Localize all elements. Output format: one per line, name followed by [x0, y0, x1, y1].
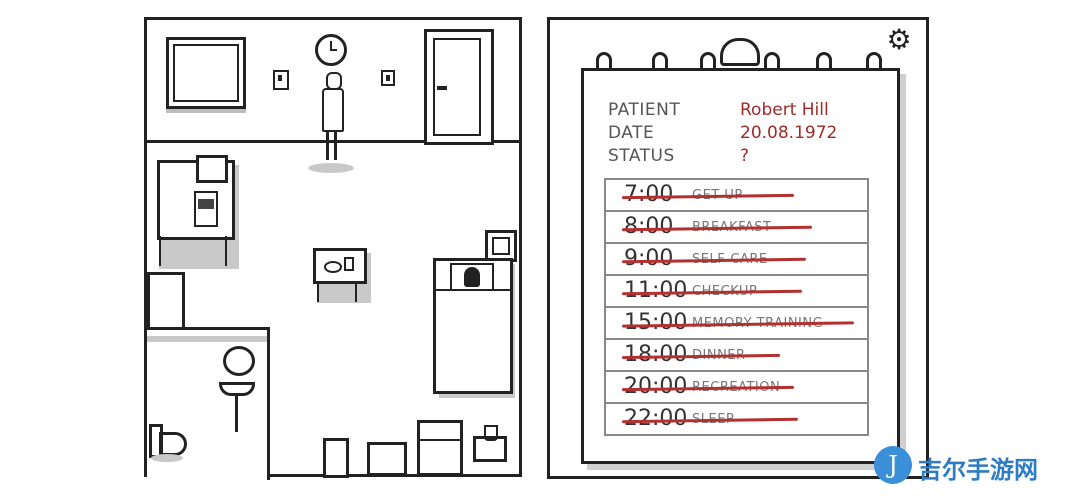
table-leg: [317, 282, 319, 302]
mirror[interactable]: [223, 346, 255, 376]
dresser[interactable]: [417, 420, 463, 476]
picture-inner: [492, 237, 510, 255]
schedule-row[interactable]: 8:00 BREAKFAST: [606, 212, 867, 244]
schedule-row[interactable]: 7:00 GET UP: [606, 180, 867, 212]
room-door[interactable]: [424, 29, 494, 145]
schedule-row[interactable]: 11:00 CHECKUP: [606, 276, 867, 308]
side-table[interactable]: [473, 425, 507, 462]
plant-pot[interactable]: [484, 425, 498, 441]
watermark-logo-icon: J: [874, 446, 912, 484]
counter-leg: [225, 236, 227, 266]
patient-value: Robert Hill: [740, 100, 829, 120]
cup[interactable]: [344, 257, 354, 271]
room-scene: [144, 17, 522, 480]
door-handle[interactable]: [437, 86, 447, 90]
clip-hook: [720, 38, 760, 66]
sink[interactable]: [219, 382, 255, 396]
bathroom-edge: [147, 336, 267, 342]
date-label: DATE: [608, 123, 655, 143]
schedule-row[interactable]: 22:00 SLEEP: [606, 404, 867, 434]
microwave[interactable]: [196, 155, 228, 183]
schedule-row[interactable]: 18:00 DINNER: [606, 340, 867, 372]
small-table[interactable]: [313, 248, 367, 284]
nurse-leg-right: [334, 130, 337, 160]
chair[interactable]: [323, 438, 349, 478]
sink-pipe: [235, 396, 238, 432]
counter-leg: [159, 236, 161, 266]
picture-frame[interactable]: [485, 230, 517, 262]
oven-window: [198, 199, 214, 209]
nurse-shadow: [308, 163, 354, 173]
date-value: 20.08.1972: [740, 123, 838, 143]
wall-clock[interactable]: [315, 34, 347, 66]
bed[interactable]: [433, 258, 513, 394]
gear-icon[interactable]: ⚙: [886, 23, 912, 56]
toilet-shadow: [151, 454, 183, 462]
watermark-text: 吉尔手游网: [918, 456, 1038, 484]
status-label: STATUS: [608, 146, 675, 166]
bathroom: [147, 327, 270, 480]
schedule-row[interactable]: 9:00 SELF-CARE: [606, 244, 867, 276]
patient-label: PATIENT: [608, 100, 681, 120]
schedule-row[interactable]: 15:00 MEMORY TRAINING: [606, 308, 867, 340]
blanket-edge: [436, 289, 510, 291]
schedule-time: 8:00: [624, 214, 674, 239]
watermark: J 吉尔手游网: [874, 446, 1074, 486]
toilet-bowl: [159, 432, 187, 456]
kitchen-counter[interactable]: [157, 155, 235, 240]
wardrobe[interactable]: [147, 272, 185, 333]
pillow: [450, 263, 494, 291]
dresser-line: [420, 439, 460, 441]
schedule-time: 9:00: [624, 246, 674, 271]
box[interactable]: [367, 442, 407, 476]
door-panel: [433, 38, 481, 136]
toilet[interactable]: [149, 424, 187, 466]
nurse-leg-left: [326, 130, 329, 160]
clipboard-panel: PATIENT Robert Hill DATE 20.08.1972 STAT…: [547, 17, 929, 479]
schedule-time: 15:00: [624, 310, 688, 335]
light-switch[interactable]: [273, 70, 289, 90]
wall-outlet: [381, 70, 395, 86]
status-value: ?: [740, 146, 750, 166]
plate[interactable]: [324, 261, 342, 273]
nurse-character[interactable]: [308, 72, 354, 173]
back-wall: [147, 20, 519, 173]
schedule-table: 7:00 GET UP 8:00 BREAKFAST 9:00 SELF-CAR…: [604, 178, 869, 436]
nurse-uniform: [322, 88, 344, 132]
schedule-row[interactable]: 20:00 RECREATION: [606, 372, 867, 404]
schedule-time: 7:00: [624, 182, 674, 207]
patient-head[interactable]: [464, 267, 480, 287]
table-leg: [355, 282, 357, 302]
stove[interactable]: [194, 191, 218, 227]
clipboard-sheet: [581, 68, 900, 464]
window: [166, 37, 246, 109]
